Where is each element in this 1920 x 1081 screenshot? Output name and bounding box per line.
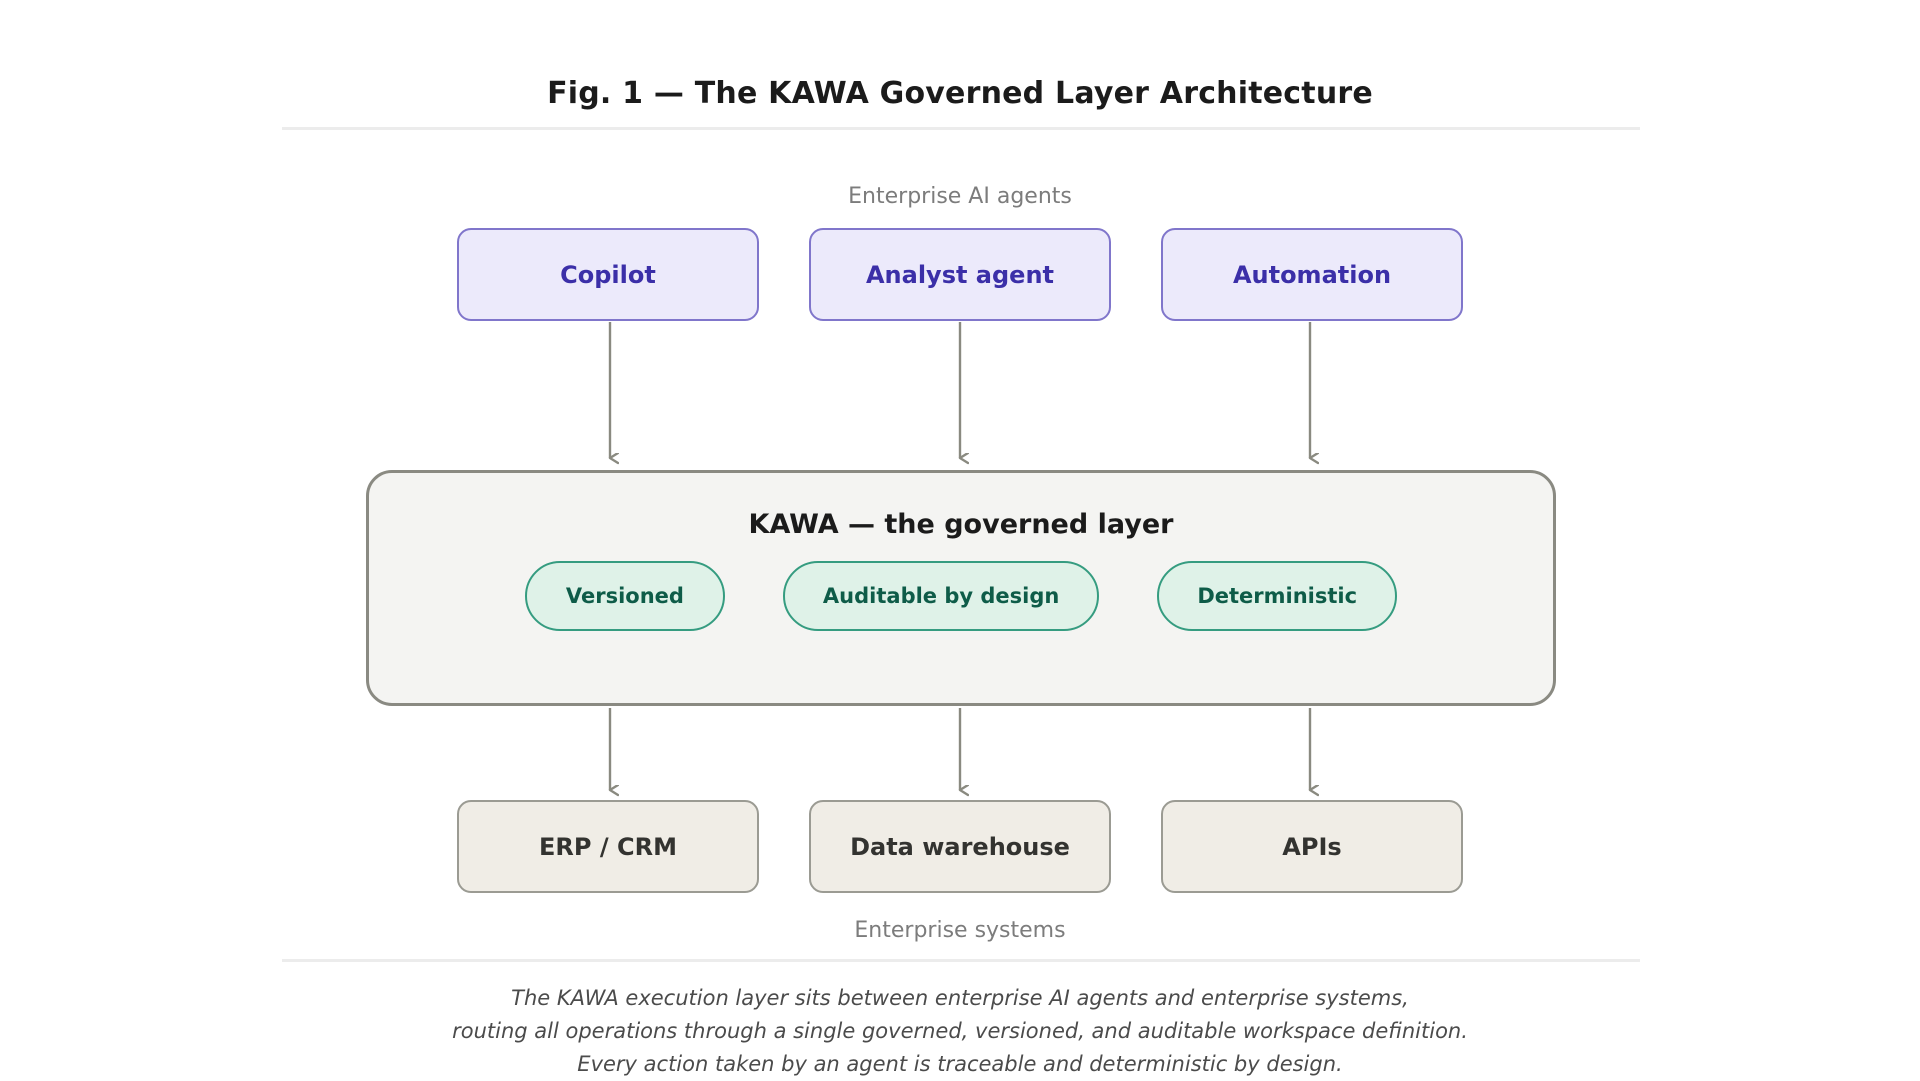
system-node-data-warehouse-label: Data warehouse	[850, 832, 1070, 861]
agent-node-automation[interactable]: Automation	[1161, 228, 1463, 321]
figure-caption-line-1: The KAWA execution layer sits between en…	[511, 986, 1409, 1010]
system-node-apis[interactable]: APIs	[1161, 800, 1463, 893]
system-node-data-warehouse[interactable]: Data warehouse	[809, 800, 1111, 893]
divider-top	[282, 127, 1640, 130]
governed-layer-pill-versioned[interactable]: Versioned	[524, 561, 725, 631]
system-node-apis-label: APIs	[1282, 832, 1342, 861]
figure-caption-line-3: Every action taken by an agent is tracea…	[577, 1052, 1343, 1076]
divider-bottom	[282, 959, 1640, 962]
governed-layer-title: KAWA — the governed layer	[748, 509, 1174, 540]
agent-node-copilot-label: Copilot	[560, 260, 656, 289]
figure-caption-line-2: routing all operations through a single …	[452, 1019, 1468, 1043]
system-node-erp-crm[interactable]: ERP / CRM	[457, 800, 759, 893]
agent-node-copilot[interactable]: Copilot	[457, 228, 759, 321]
governed-layer-pill-auditable-by-design-label: Auditable by design	[822, 584, 1060, 608]
system-node-erp-crm-label: ERP / CRM	[539, 832, 677, 861]
agent-node-row: Copilot Analyst agent Automation	[0, 228, 1920, 321]
agent-node-analyst-agent[interactable]: Analyst agent	[809, 228, 1111, 321]
band-label-agents: Enterprise AI agents	[848, 184, 1072, 209]
band-label-systems: Enterprise systems	[854, 918, 1066, 943]
governed-layer-pill-versioned-label: Versioned	[565, 584, 684, 608]
governed-layer-pill-auditable-by-design[interactable]: Auditable by design	[782, 561, 1100, 631]
governed-layer-pill-deterministic-label: Deterministic	[1197, 584, 1358, 608]
governed-layer-container[interactable]: KAWA — the governed layer Versioned Audi…	[366, 470, 1556, 706]
figure-caption: The KAWA execution layer sits between en…	[0, 982, 1920, 1081]
governed-layer-pill-deterministic[interactable]: Deterministic	[1157, 561, 1398, 631]
system-node-row: ERP / CRM Data warehouse APIs	[0, 800, 1920, 893]
agent-node-automation-label: Automation	[1232, 260, 1392, 289]
page-title: Fig. 1 — The KAWA Governed Layer Archite…	[547, 76, 1373, 111]
governed-layer-pill-row: Versioned Auditable by design Determinis…	[369, 561, 1553, 631]
agent-node-analyst-agent-label: Analyst agent	[865, 260, 1055, 289]
